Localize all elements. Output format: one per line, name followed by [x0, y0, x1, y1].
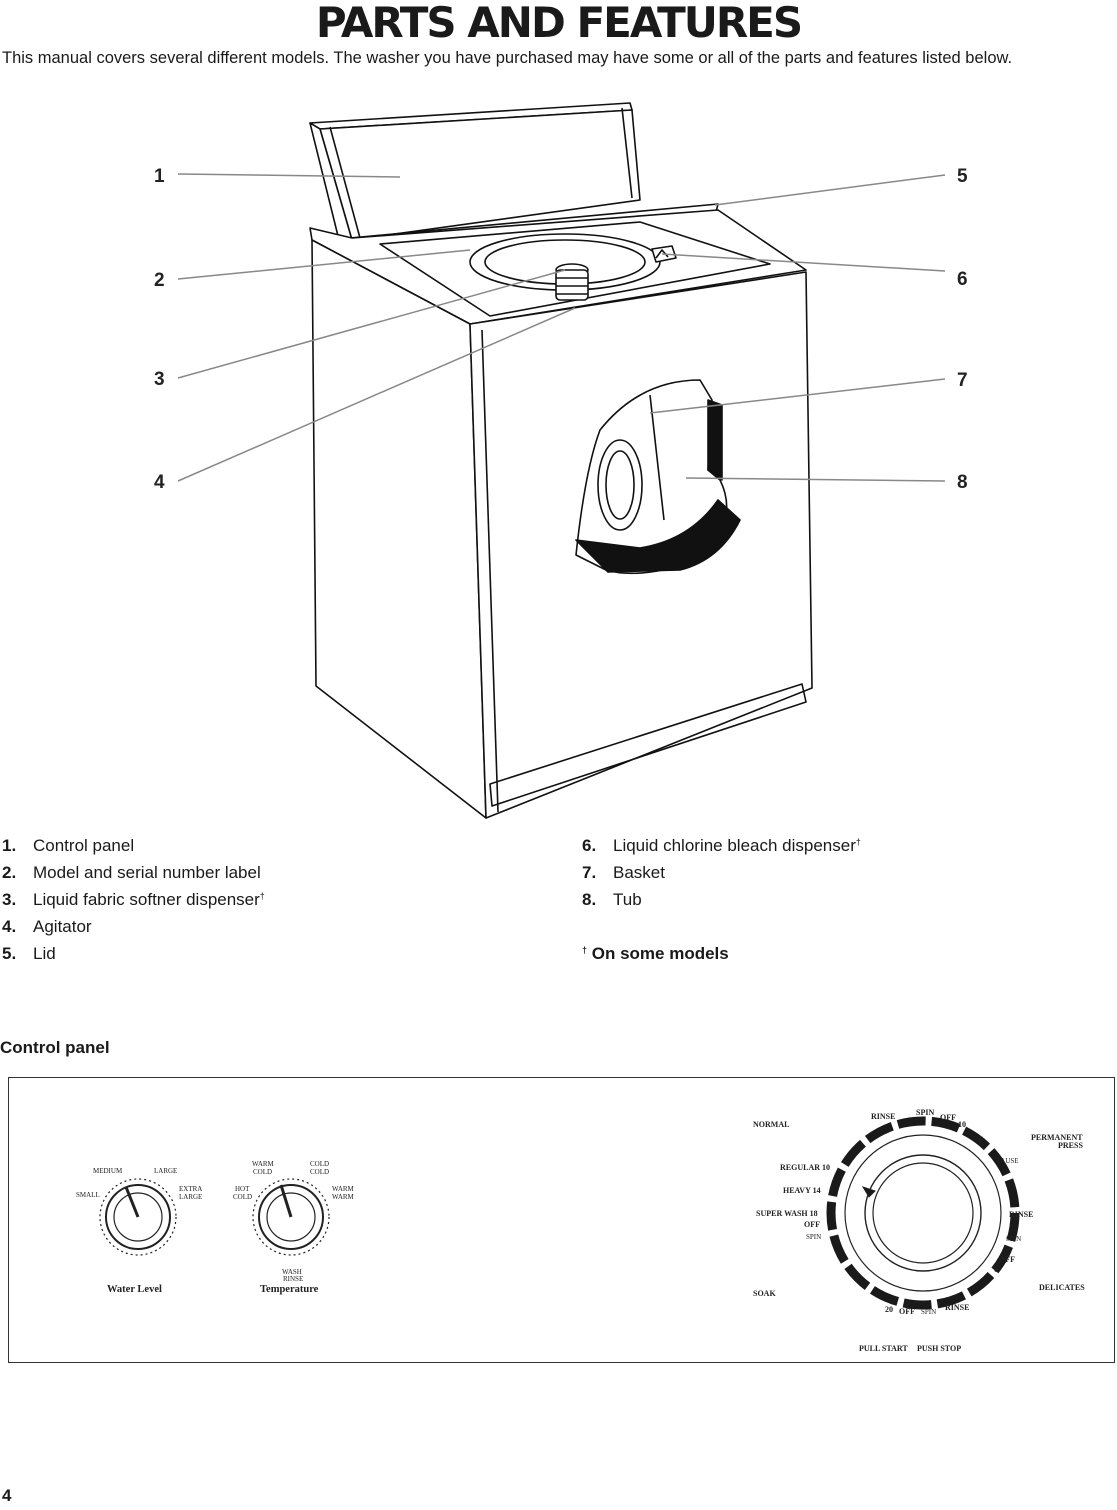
cycle-label: OFF	[899, 1307, 915, 1316]
callout-6: 6	[957, 269, 968, 290]
cycle-label: PRESS	[1058, 1141, 1083, 1150]
temperature-setting: COLD	[310, 1168, 329, 1176]
water-level-setting: EXTRA	[179, 1185, 202, 1193]
list-item: 5.Lid	[2, 944, 56, 963]
parts-list-right: 6.Liquid chlorine bleach dispenser† 7.Ba…	[582, 830, 861, 965]
cycle-label: PAUSE	[997, 1157, 1019, 1165]
temperature-setting: HOT	[235, 1185, 250, 1193]
page-number: 4	[2, 1486, 12, 1505]
cycle-label: SPIN	[916, 1108, 934, 1117]
control-panel-heading: Control panel	[0, 1038, 110, 1057]
cycle-label: 10	[958, 1120, 966, 1129]
list-item: 4.Agitator	[2, 917, 92, 936]
temperature-label: Temperature	[260, 1284, 319, 1295]
temperature-setting: WARM	[252, 1160, 275, 1168]
cycle-label: RINSE	[871, 1112, 895, 1121]
intro-text: This manual covers several different mod…	[2, 49, 1013, 67]
cycle-label: OFF	[804, 1220, 820, 1229]
cycle-label: 6	[994, 1265, 998, 1274]
cycle-label: 20	[885, 1305, 893, 1314]
cycle-dial	[826, 1116, 1020, 1310]
list-item: 8.Tub	[582, 890, 642, 909]
washer-diagram: 1 2 3 4 5 6 7 8	[154, 102, 968, 819]
cycle-label: RINSE	[1009, 1210, 1033, 1219]
cycle-label: SPIN	[921, 1308, 936, 1316]
cycle-label: SOAK	[753, 1289, 776, 1298]
footnote: † On some models	[582, 944, 729, 963]
water-level-knob	[99, 1178, 177, 1256]
water-level-setting: MEDIUM	[93, 1167, 123, 1175]
callout-1: 1	[154, 166, 165, 187]
list-item: 6.Liquid chlorine bleach dispenser†	[582, 836, 861, 855]
list-item: 1.Control panel	[2, 836, 135, 855]
cycle-label: RINSE	[945, 1303, 969, 1312]
temperature-setting: WARM	[332, 1193, 355, 1201]
temperature-setting: COLD	[233, 1193, 252, 1201]
cycle-label: SPIN	[1006, 1235, 1021, 1243]
temperature-setting: COLD	[310, 1160, 329, 1168]
water-level-setting: LARGE	[179, 1193, 202, 1201]
push-stop-label: PUSH STOP	[917, 1344, 961, 1353]
control-panel-illustration: SMALL MEDIUM LARGE EXTRA LARGE Water Lev…	[8, 1077, 1115, 1363]
water-level-setting: LARGE	[154, 1167, 177, 1175]
callout-3: 3	[154, 369, 165, 390]
cycle-label: OFF	[999, 1255, 1015, 1264]
cycle-label: HEAVY 14	[783, 1186, 821, 1195]
list-item: 2.Model and serial number label	[2, 863, 261, 882]
cycle-label: SUPER WASH 18	[756, 1209, 818, 1218]
cycle-label: OFF	[940, 1113, 956, 1122]
water-level-label: Water Level	[107, 1284, 162, 1295]
callout-2: 2	[154, 270, 165, 291]
callout-5: 5	[957, 166, 968, 187]
cycle-label: NORMAL	[753, 1120, 789, 1129]
temperature-setting: WARM	[332, 1185, 355, 1193]
temperature-setting: COLD	[253, 1168, 272, 1176]
temperature-sub-label: RINSE	[283, 1275, 303, 1283]
water-level-setting: SMALL	[76, 1191, 100, 1199]
pull-start-label: PULL START	[859, 1344, 908, 1353]
callout-7: 7	[957, 370, 968, 391]
temperature-knob	[252, 1178, 330, 1256]
cycle-label: 6	[979, 1135, 983, 1144]
temperature-sub-label: WASH	[282, 1268, 302, 1276]
callout-4: 4	[154, 472, 165, 493]
list-item: 3.Liquid fabric softner dispenser†	[2, 890, 265, 909]
cycle-label: REGULAR 10	[780, 1163, 830, 1172]
cycle-label: SPIN	[806, 1233, 821, 1241]
parts-list-left: 1.Control panel 2.Model and serial numbe…	[2, 830, 265, 965]
cycle-label: DELICATES	[1039, 1283, 1085, 1292]
list-item: 7.Basket	[582, 863, 665, 882]
callout-8: 8	[957, 472, 968, 493]
cycle-label: PERMANENT	[1031, 1133, 1083, 1142]
page-title: PARTS AND FEATURES	[315, 0, 803, 47]
